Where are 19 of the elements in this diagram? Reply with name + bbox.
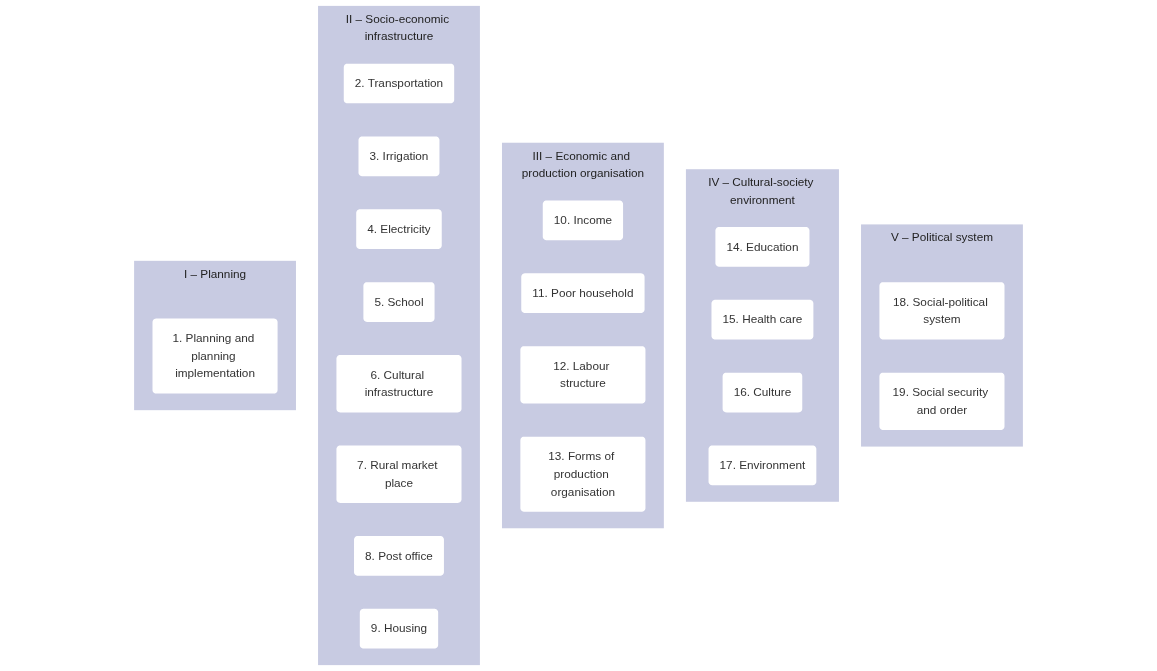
node-box: 10. Income <box>542 200 624 241</box>
node-box: 8. Post office <box>354 536 444 576</box>
node-box: 17. Environment <box>708 445 817 486</box>
node-box: 7. Rural market place <box>336 445 462 503</box>
node-box: 9. Housing <box>359 608 439 649</box>
node-box: 1. Planning and planning implementation <box>152 318 278 394</box>
node-box: 12. Labour structure <box>520 346 646 404</box>
node-box: 6. Cultural infrastructure <box>336 355 462 413</box>
node-box: 2. Transportation <box>343 63 455 104</box>
node-box: 19. Social security and order <box>879 372 1005 431</box>
node-box: 5. School <box>363 282 435 322</box>
node-box: 4. Electricity <box>356 209 442 250</box>
node-box: 14. Education <box>715 227 810 267</box>
node-box: 15. Health care <box>711 299 814 340</box>
node-box: 16. Culture <box>722 372 803 413</box>
node-box: 3. Irrigation <box>358 136 440 177</box>
node-box: 18. Social-political system <box>879 282 1005 340</box>
node-box: 11. Poor household <box>521 273 645 314</box>
node-box: 13. Forms of production organisation <box>520 436 646 512</box>
